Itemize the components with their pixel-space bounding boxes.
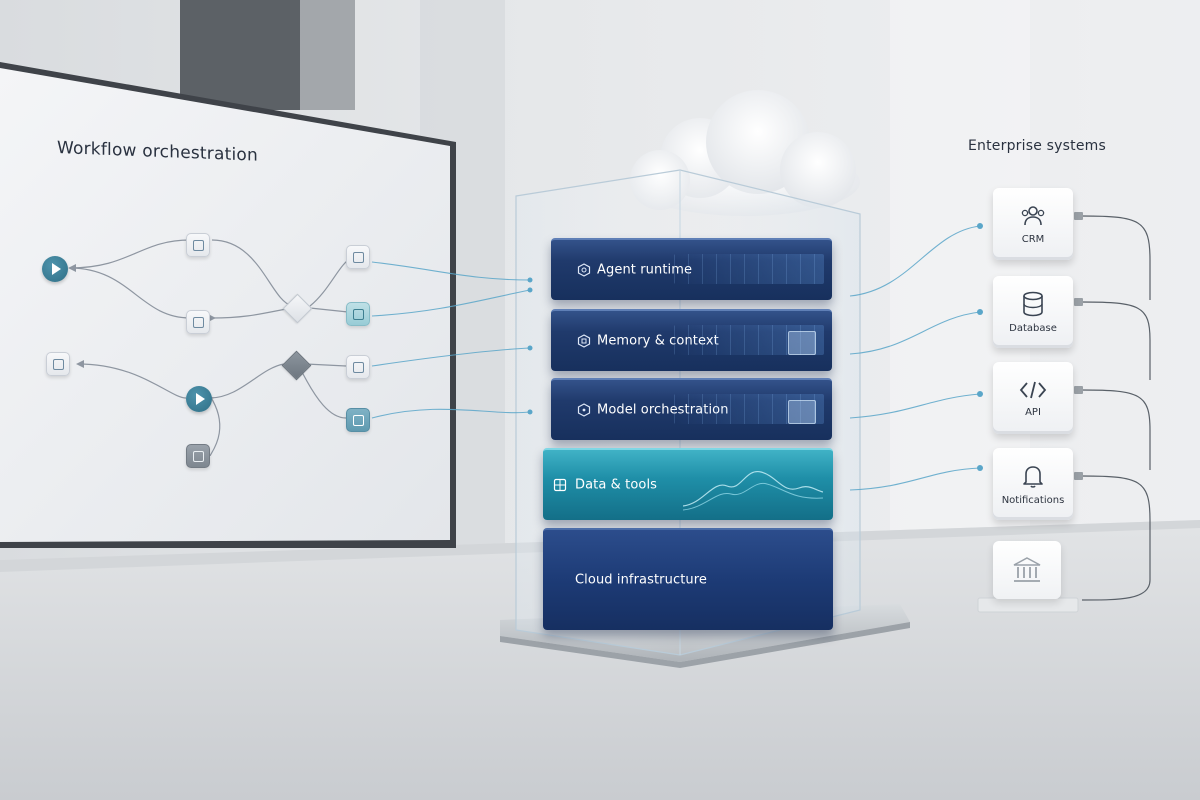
circuit-pattern — [674, 254, 824, 284]
circuit-pattern — [674, 394, 824, 424]
layer-data-tools[interactable]: Data & tools — [543, 448, 833, 520]
workflow-file-node-icon[interactable] — [346, 408, 370, 432]
code-brackets-icon — [1019, 381, 1047, 398]
cloud-icon — [630, 90, 860, 216]
layer-label: Cloud infrastructure — [575, 572, 707, 588]
data-grid-icon — [553, 478, 567, 492]
database-icon — [1023, 291, 1043, 316]
circuit-pattern — [674, 325, 824, 355]
chip-graphic — [788, 331, 816, 355]
workflow-terminal-node-icon[interactable] — [46, 352, 70, 376]
bank-icon — [1013, 557, 1041, 582]
layer-agent-runtime[interactable]: Agent runtime — [551, 238, 832, 300]
system-label: Database — [1009, 322, 1057, 334]
system-label: API — [1025, 406, 1041, 418]
workflow-sync-node-icon[interactable] — [186, 444, 210, 468]
workflow-refresh-node-icon[interactable] — [186, 310, 210, 334]
workflow-document-node-icon[interactable] — [186, 233, 210, 257]
layer-memory-context[interactable]: Memory & context — [551, 309, 832, 371]
system-bank-tile[interactable] — [993, 541, 1061, 599]
layer-label: Data & tools — [575, 477, 658, 493]
workflow-note-node-icon[interactable] — [346, 355, 370, 379]
system-api-tile[interactable]: API — [993, 362, 1073, 434]
chip-graphic — [788, 400, 816, 424]
workflow-start-play-icon[interactable] — [42, 256, 68, 282]
system-label: Notifications — [1001, 494, 1065, 506]
users-icon — [1021, 205, 1045, 225]
layer-label: Memory & context — [597, 333, 719, 349]
layer-model-orchestration[interactable]: Model orchestration — [551, 378, 832, 440]
layer-label: Model orchestration — [597, 402, 729, 418]
bell-icon — [1023, 465, 1043, 488]
hexagon-network-icon — [577, 403, 591, 417]
workflow-run-play-icon[interactable] — [186, 386, 212, 412]
workflow-decision-node-icon[interactable] — [346, 245, 370, 269]
system-label: CRM — [1021, 233, 1045, 245]
hexagon-gear-icon — [577, 263, 591, 277]
system-database-tile[interactable]: Database — [993, 276, 1073, 348]
system-crm-tile[interactable]: CRM — [993, 188, 1073, 260]
workflow-task-node-icon[interactable] — [346, 302, 370, 326]
layer-label: Agent runtime — [597, 262, 693, 278]
hexagon-chip-icon — [577, 334, 591, 348]
system-notifications-tile[interactable]: Notifications — [993, 448, 1073, 520]
layer-cloud-infrastructure[interactable]: Cloud infrastructure — [543, 528, 833, 630]
data-wave-graphic — [683, 471, 823, 511]
enterprise-title: Enterprise systems — [968, 138, 1106, 154]
